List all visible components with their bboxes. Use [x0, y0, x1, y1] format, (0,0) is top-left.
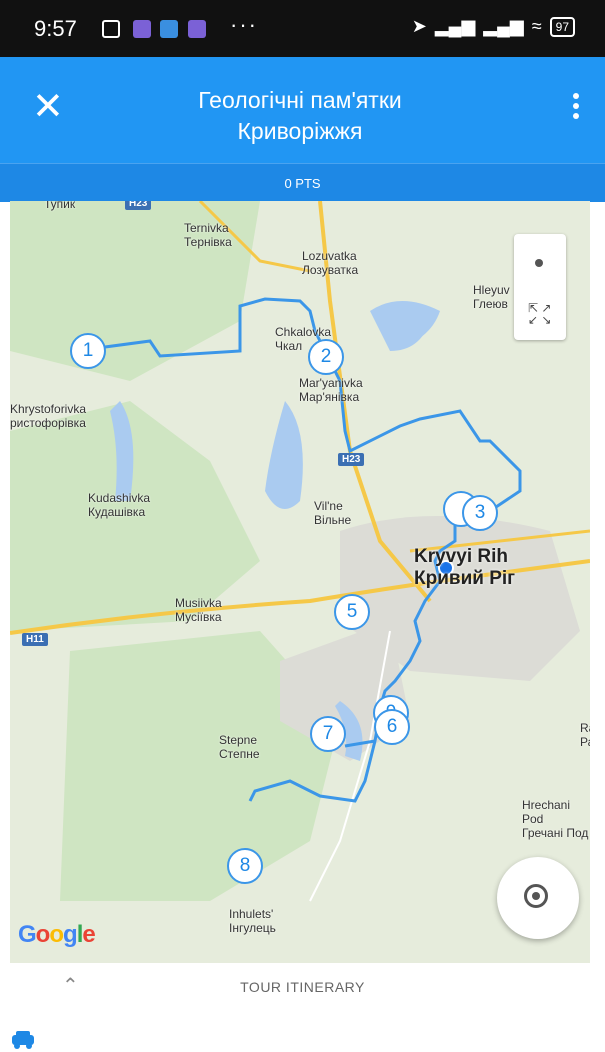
- google-logo: Google: [18, 921, 96, 948]
- close-icon: ✕: [32, 86, 64, 128]
- chevron-up-icon[interactable]: ⌃: [62, 975, 79, 997]
- forest-area: [10, 401, 260, 631]
- tour-stop-marker[interactable]: 1: [70, 333, 106, 369]
- signal-icon: ▂▄▆: [434, 16, 476, 36]
- overflow-menu-button[interactable]: [573, 93, 581, 123]
- menu-dot-icon: [573, 93, 579, 99]
- forest-area: [10, 201, 260, 381]
- road: [309, 630, 391, 902]
- tour-stop-marker[interactable]: 7: [310, 716, 346, 752]
- place-label-rad: RadРад: [580, 721, 590, 749]
- status-bar: 9:57 ··· ➤ ▂▄▆ ▂▄▆ ≈ 97: [0, 0, 605, 57]
- title-line-1: Геологічні пам'ятки: [198, 87, 402, 113]
- road: [409, 529, 590, 553]
- lake: [370, 301, 440, 351]
- fullscreen-icon[interactable]: ⇱ ↗↙ ↘: [528, 301, 552, 327]
- app-bar: ✕ Геологічні пам'ятки Криворіжжя: [0, 57, 605, 163]
- location-arrow-icon: ➤: [411, 16, 427, 36]
- highway-h11: [10, 559, 590, 635]
- road-shield: H23: [125, 201, 152, 210]
- reservoir: [265, 401, 303, 509]
- lake: [335, 701, 363, 761]
- menu-dot-icon: [573, 103, 579, 109]
- place-label-inhulets: Inhulets'Інгулець: [229, 907, 276, 935]
- status-time: 9:57: [34, 16, 77, 41]
- points-bar: 0 PTS: [0, 163, 605, 202]
- road-shield: H23: [338, 453, 365, 466]
- tour-stop-marker[interactable]: 2: [308, 339, 344, 375]
- compass-button[interactable]: [535, 259, 543, 267]
- place-label: Тупик: [44, 201, 76, 211]
- urban-area: [340, 516, 580, 681]
- tour-route-line: [344, 739, 376, 748]
- my-location-button[interactable]: [497, 857, 579, 939]
- app-icon: [160, 20, 178, 38]
- menu-dot-icon: [573, 113, 579, 119]
- signal-icon-2: ▂▄▆: [483, 16, 524, 36]
- viber-icon: [133, 20, 151, 38]
- crosshair-icon: [524, 884, 548, 908]
- road: [198, 201, 311, 273]
- forest-area: [60, 631, 340, 901]
- map-controls: ⇱ ↗↙ ↘: [514, 234, 566, 340]
- current-location-dot: [438, 560, 454, 576]
- tour-stop-marker[interactable]: 6: [374, 709, 410, 745]
- itinerary-header[interactable]: TOUR ITINERARY: [240, 979, 365, 995]
- more-notifications-icon: ···: [230, 12, 258, 37]
- tour-stop-marker[interactable]: 3: [462, 495, 498, 531]
- tour-stop-marker[interactable]: 8: [227, 848, 263, 884]
- title-line-2: Криворіжжя: [237, 118, 363, 144]
- viber-icon-2: [188, 20, 206, 38]
- river: [110, 401, 134, 501]
- battery-icon: 97: [549, 16, 575, 37]
- road-shield: H11: [22, 633, 48, 646]
- car-icon: [12, 1031, 34, 1049]
- page-title: Геологічні пам'ятки Криворіжжя: [100, 85, 500, 147]
- wifi-icon: ≈: [531, 16, 542, 36]
- close-button[interactable]: ✕: [32, 87, 64, 127]
- itinerary-panel: ⌃ TOUR ITINERARY: [0, 963, 605, 1052]
- status-icons: ➤ ▂▄▆ ▂▄▆ ≈ 97: [412, 16, 575, 37]
- tour-stop-marker[interactable]: 5: [334, 594, 370, 630]
- nfc-icon: [102, 20, 120, 38]
